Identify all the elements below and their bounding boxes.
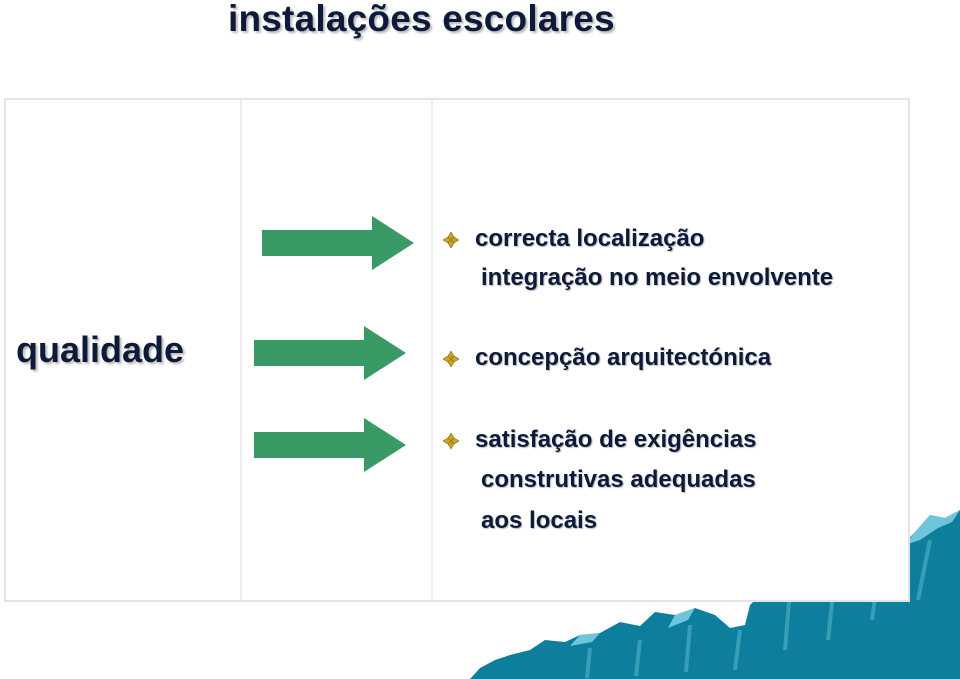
- diamond-bullet-icon: [443, 351, 459, 367]
- page-title: instalações escolares: [228, 0, 615, 39]
- lead-label: qualidade: [16, 329, 185, 370]
- item-line: satisfação de exigências: [475, 426, 757, 453]
- item-line: concepção arquitectónica: [475, 344, 772, 371]
- content-panel: [4, 98, 910, 602]
- diamond-bullet-icon: [443, 232, 459, 248]
- column-divider: [240, 100, 242, 600]
- item-line: aos locais: [481, 507, 598, 534]
- right-arrow-icon: [254, 418, 406, 472]
- item-line: integração no meio envolvente: [481, 264, 834, 291]
- right-arrow-icon: [262, 216, 414, 270]
- item-line: correcta localização: [475, 225, 705, 252]
- item-line: construtivas adequadas: [481, 466, 756, 493]
- right-arrow-icon: [254, 326, 406, 380]
- diamond-bullet-icon: [443, 433, 459, 449]
- column-divider: [431, 100, 433, 600]
